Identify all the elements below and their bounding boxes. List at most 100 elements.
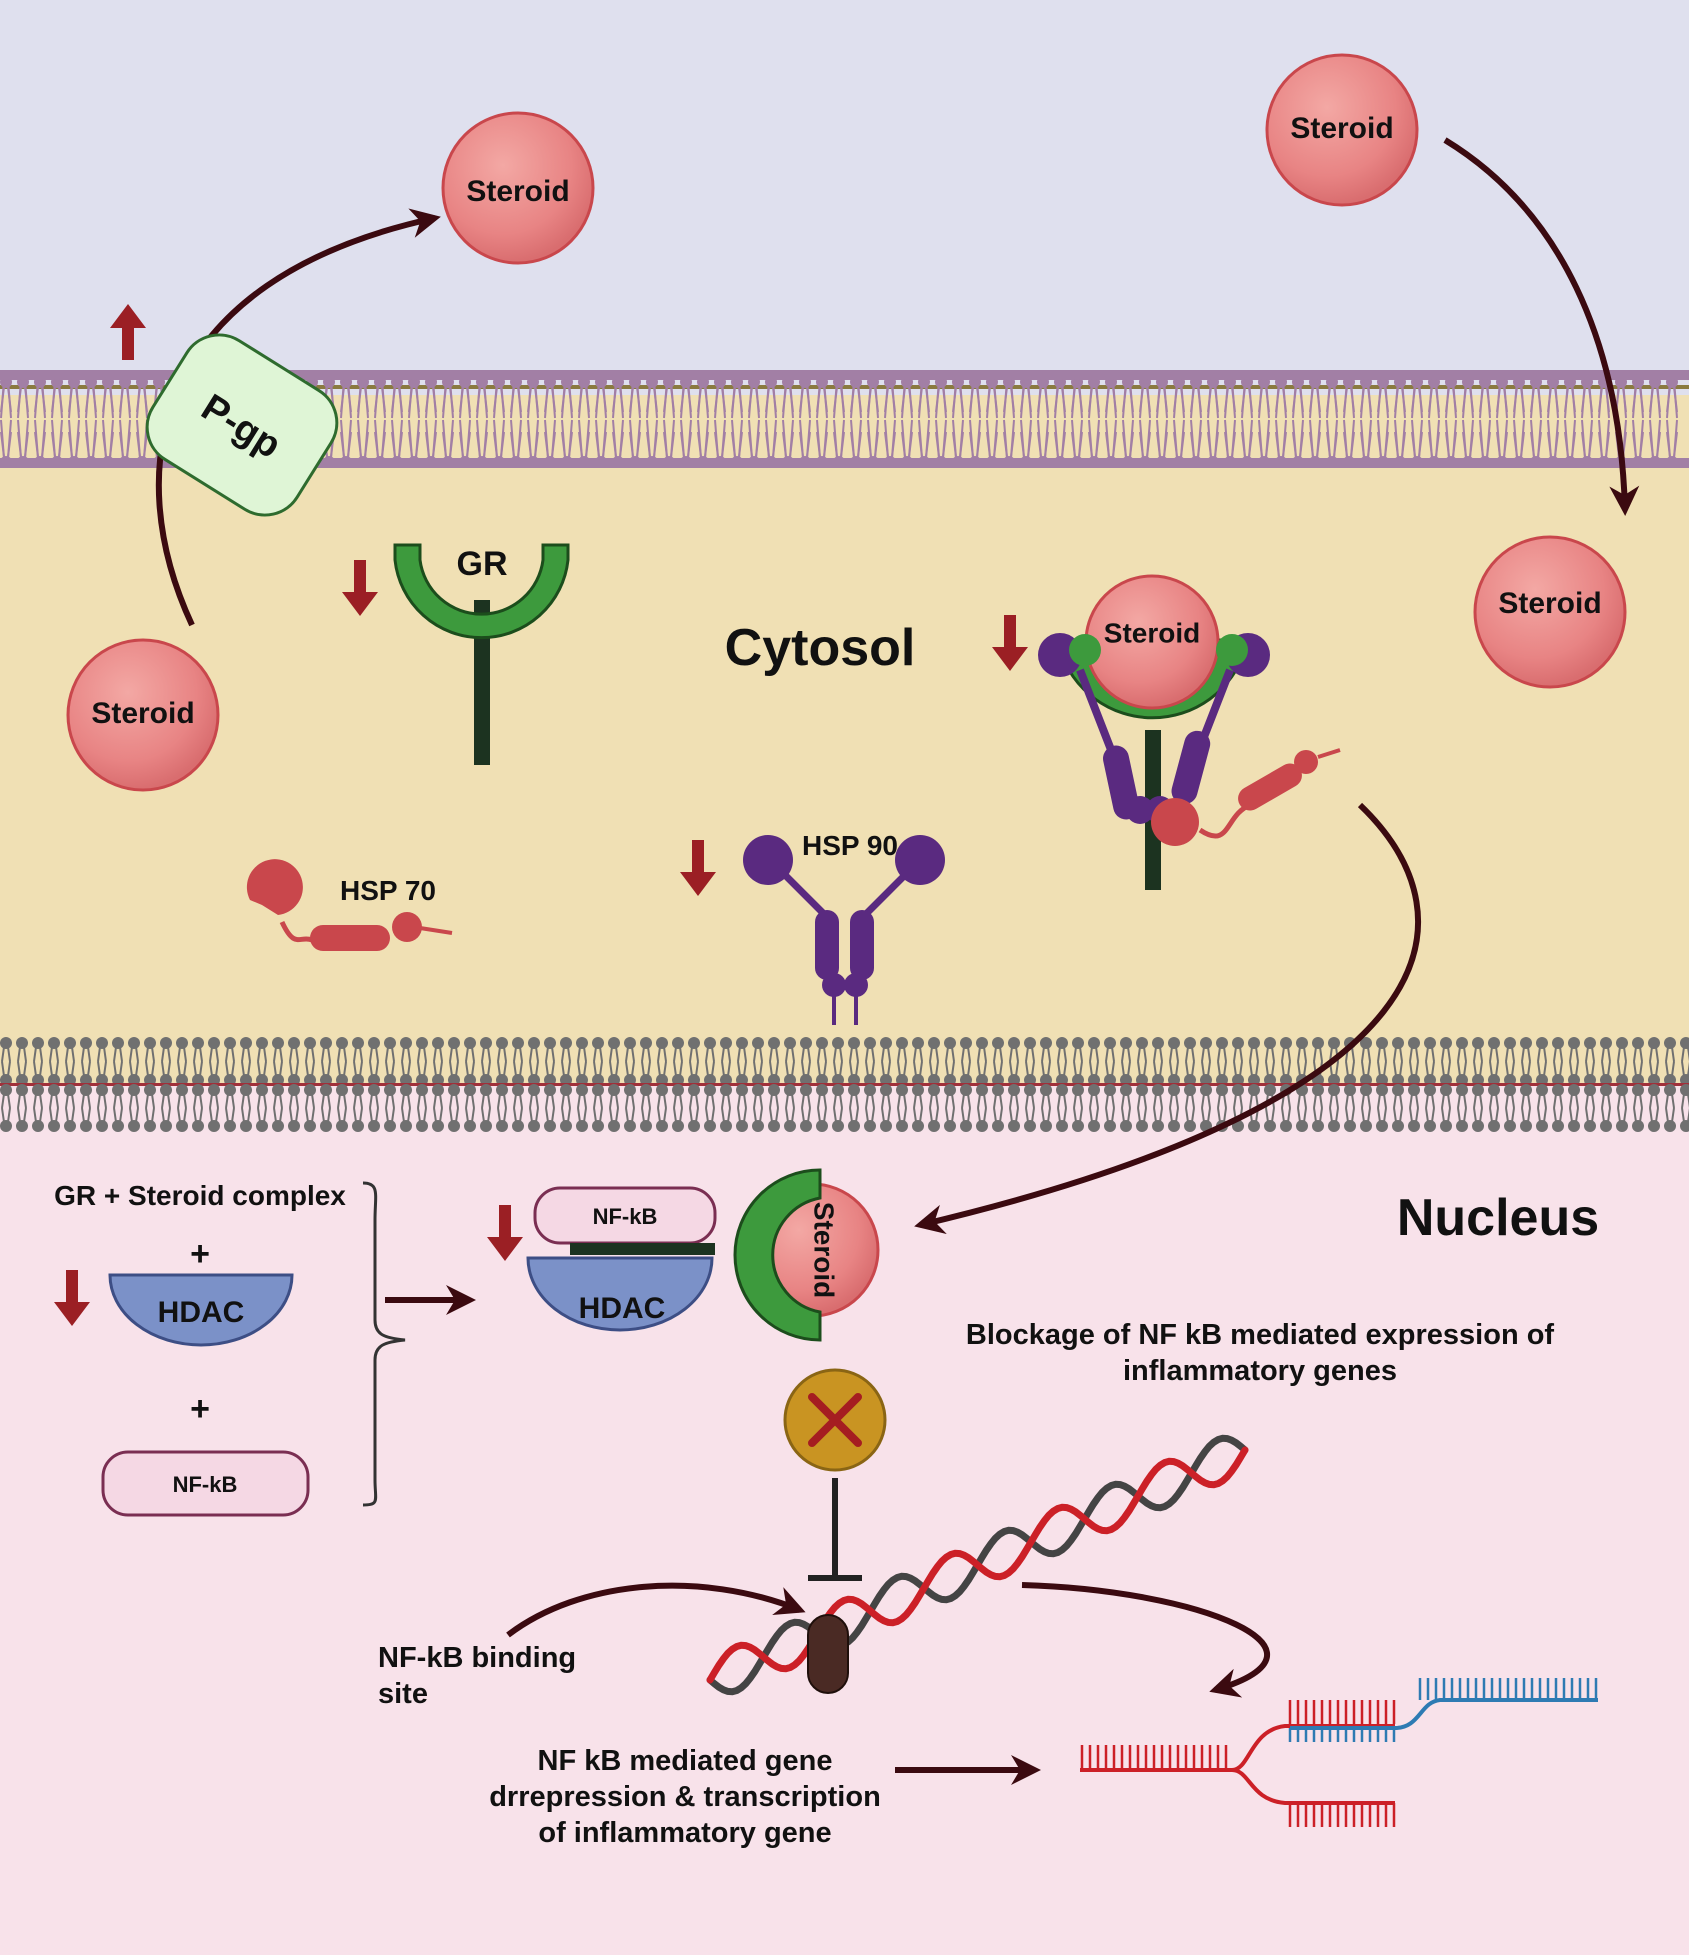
lipid-head (1104, 1120, 1116, 1132)
lipid-tail (1292, 419, 1304, 459)
lipid-tail (177, 1061, 187, 1077)
lipid-tail (625, 1093, 635, 1109)
lipid-tail (305, 1046, 315, 1062)
lipid-head (16, 1084, 28, 1096)
lipid-head (240, 1037, 252, 1049)
lipid-head (1072, 1037, 1084, 1049)
lipid-head (48, 1037, 60, 1049)
lipid-tail (1054, 379, 1066, 419)
lipid-tail (629, 379, 641, 419)
lipid-head (912, 1037, 924, 1049)
lipid-tail (993, 1107, 1003, 1123)
lipid-tail (1025, 1061, 1035, 1077)
lipid-head (832, 1120, 844, 1132)
lipid-head (1248, 1120, 1260, 1132)
lipid-head (656, 1120, 668, 1132)
lipid-tail (867, 379, 879, 419)
lipid-head (832, 1084, 844, 1096)
lipid-tail (961, 1093, 971, 1109)
lipid-tail (897, 1046, 907, 1062)
lipid-tail (481, 1107, 491, 1123)
lipid-tail (1496, 379, 1508, 419)
lipid-tail (1281, 1046, 1291, 1062)
lipid-head (1088, 1084, 1100, 1096)
lipid-tail (1665, 1093, 1675, 1109)
lipid-head (1328, 1084, 1340, 1096)
lipid-head (1120, 1037, 1132, 1049)
lipid-tail (833, 1107, 843, 1123)
lipid-tail (1633, 1107, 1643, 1123)
lipid-tail (785, 1061, 795, 1077)
lipid-tail (1089, 1061, 1099, 1077)
mrna-strand (1290, 1698, 1598, 1730)
lipid-tail (561, 1107, 571, 1123)
lipid-head (704, 1120, 716, 1132)
lipid-head (384, 1120, 396, 1132)
lipid-head (1296, 1037, 1308, 1049)
lipid-tail (1617, 1107, 1627, 1123)
lipid-tail (1377, 1107, 1387, 1123)
lipid-head (688, 1037, 700, 1049)
lipid-tail (177, 1093, 187, 1109)
hdac-label: HDAC (158, 1296, 245, 1329)
lipid-head (352, 1120, 364, 1132)
lipid-tail (102, 379, 114, 419)
lipid-head (1664, 1037, 1676, 1049)
lipid-tail (513, 1061, 523, 1077)
lipid-head (32, 1037, 44, 1049)
lipid-tail (408, 419, 420, 459)
lipid-tail (1361, 1107, 1371, 1123)
lipid-tail (801, 1107, 811, 1123)
lipid-tail (1585, 1107, 1595, 1123)
steroid-label: Steroid (1290, 112, 1393, 145)
lipid-tail (481, 1061, 491, 1077)
lipid-head (992, 1120, 1004, 1132)
lipid-tail (961, 1061, 971, 1077)
lipid-tail (737, 1061, 747, 1077)
lipid-head (176, 1037, 188, 1049)
lipid-head (1552, 1120, 1564, 1132)
lipid-tail (1479, 379, 1491, 419)
nfkb-binding-site (807, 1614, 849, 1694)
lipid-tail (17, 379, 29, 419)
lipid-tail (337, 1061, 347, 1077)
lipid-tail (1505, 1046, 1515, 1062)
nuclear-envelope-line (0, 1083, 1689, 1086)
lipid-head (1184, 1084, 1196, 1096)
lipid-head (1616, 1037, 1628, 1049)
lipid-tail (1207, 379, 1219, 419)
lipid-tail (442, 379, 454, 419)
lipid-tail (193, 1093, 203, 1109)
lipid-head (688, 1120, 700, 1132)
lipid-tail (897, 1107, 907, 1123)
lipid-head (64, 1037, 76, 1049)
lipid-tail (657, 1093, 667, 1109)
lipid-tail (225, 1046, 235, 1062)
lipid-head (672, 1120, 684, 1132)
lipid-head (1552, 1037, 1564, 1049)
lipid-head (1360, 1084, 1372, 1096)
lipid-head (864, 1037, 876, 1049)
coding-strand (1231, 1768, 1395, 1805)
lipid-head (720, 1120, 732, 1132)
lipid-tail (177, 1107, 187, 1123)
lipid-tail (881, 1061, 891, 1077)
lipid-head (80, 1120, 92, 1132)
lipid-tail (51, 419, 63, 459)
lipid-tail (34, 419, 46, 459)
lipid-tail (1, 1093, 11, 1109)
lipid-head (528, 1037, 540, 1049)
lipid-tail (417, 1107, 427, 1123)
lipid-tail (737, 1046, 747, 1062)
lipid-tail (753, 1061, 763, 1077)
lipid-tail (33, 1107, 43, 1123)
lipid-tail (417, 1046, 427, 1062)
lipid-tail (374, 379, 386, 419)
lipid-tail (1649, 1093, 1659, 1109)
lipid-head (544, 1120, 556, 1132)
lipid-tail (425, 379, 437, 419)
lipid-head (160, 1120, 172, 1132)
lipid-tail (465, 1046, 475, 1062)
lipid-tail (17, 1061, 27, 1077)
lipid-tail (119, 419, 131, 459)
